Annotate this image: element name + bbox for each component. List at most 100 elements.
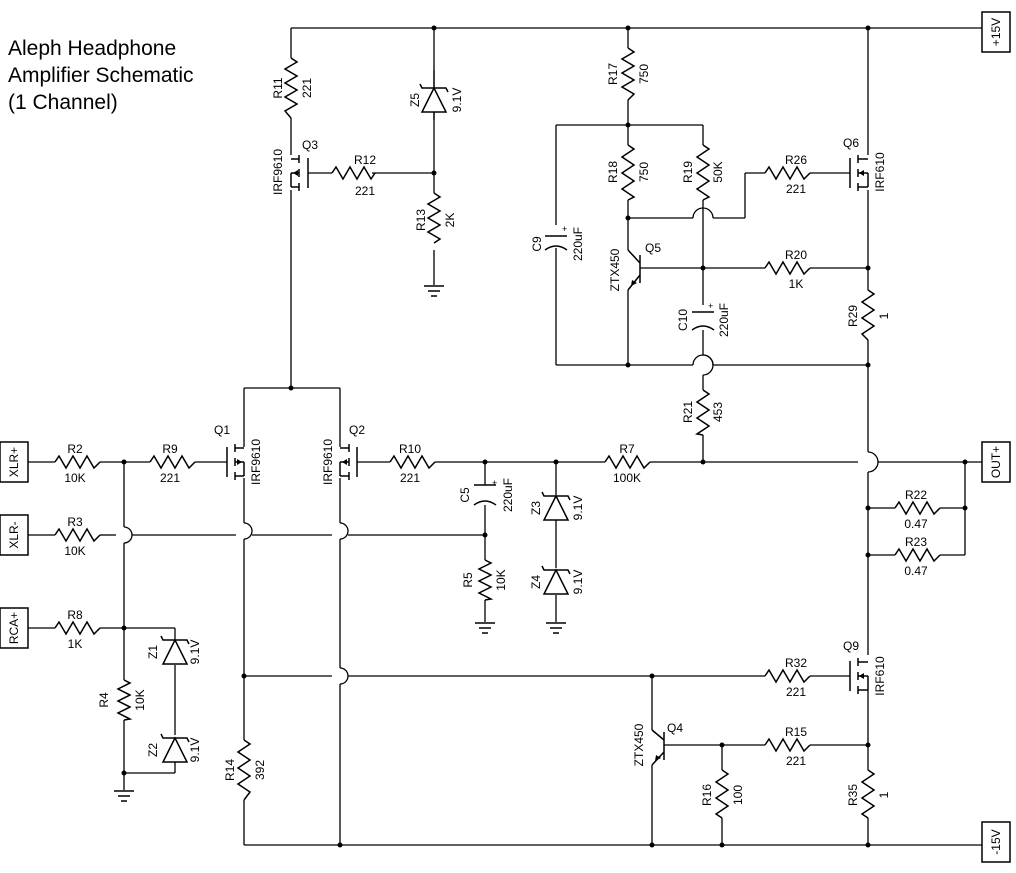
- resistor-r5: R5 10K: [461, 559, 508, 601]
- port-xlrm: XLR-: [0, 514, 29, 556]
- zener-z3: Z3 9.1V: [529, 491, 585, 521]
- svg-text:10K: 10K: [64, 471, 85, 485]
- resistor-r14: R14 392: [223, 739, 267, 801]
- title-line-2: Amplifier Schematic: [8, 64, 194, 87]
- resistor-r22: R22 0.47: [894, 488, 941, 531]
- resistor-r9: R9 221: [149, 442, 196, 485]
- svg-text:Z3: Z3: [529, 501, 543, 515]
- resistor-r23: R23 0.47: [894, 535, 941, 578]
- mosfet-q6: Q6 IRF610: [843, 136, 887, 192]
- svg-text:+: +: [562, 224, 567, 234]
- svg-text:0.47: 0.47: [904, 564, 928, 578]
- svg-text:R12: R12: [354, 153, 376, 167]
- svg-text:R5: R5: [461, 572, 475, 588]
- svg-text:R26: R26: [785, 153, 807, 167]
- title-line-3: (1 Channel): [8, 91, 118, 114]
- svg-text:R32: R32: [785, 656, 807, 670]
- svg-text:1K: 1K: [789, 277, 804, 291]
- svg-text:10K: 10K: [64, 544, 85, 558]
- resistor-r13: R13 2K: [414, 192, 457, 244]
- ground-symbol-z4: [546, 622, 566, 634]
- svg-text:2K: 2K: [443, 213, 457, 228]
- svg-text:Q3: Q3: [302, 138, 318, 152]
- svg-text:221: 221: [300, 78, 314, 98]
- svg-text:R10: R10: [399, 442, 421, 456]
- svg-text:IRF610: IRF610: [873, 152, 887, 192]
- resistor-r10: R10 221: [389, 442, 436, 485]
- resistor-r32: R32 221: [764, 656, 811, 699]
- svg-text:R14: R14: [223, 759, 237, 781]
- bjt-q4: Q4 ZTX450: [632, 721, 683, 766]
- resistor-r3: R3 10K: [54, 515, 101, 558]
- wires: [28, 27, 982, 846]
- svg-text:R23: R23: [905, 535, 927, 549]
- svg-text:221: 221: [160, 471, 180, 485]
- svg-text:9.1V: 9.1V: [571, 496, 585, 521]
- svg-text:1: 1: [877, 312, 891, 319]
- resistor-r2: R2 10K: [54, 442, 101, 485]
- svg-text:221: 221: [786, 182, 806, 196]
- svg-text:220uF: 220uF: [501, 478, 515, 512]
- port-p15: +15V: [981, 11, 1011, 53]
- svg-text:+: +: [492, 478, 497, 488]
- svg-text:R17: R17: [606, 63, 620, 85]
- capacitor-c10: + C10 220uF: [676, 301, 731, 337]
- svg-text:R20: R20: [785, 248, 807, 262]
- zener-z5: Z5 9.1V: [408, 70, 464, 120]
- svg-text:221: 221: [786, 685, 806, 699]
- resistor-r8: R8 1K: [54, 608, 101, 651]
- port-out: OUT+: [981, 441, 1011, 483]
- svg-text:9.1V: 9.1V: [188, 640, 202, 665]
- svg-text:ZTX450: ZTX450: [632, 723, 646, 766]
- svg-text:XLR-: XLR-: [7, 521, 21, 548]
- ground-symbol-r4: [114, 790, 134, 802]
- mosfet-q2: Q2 IRF9610: [321, 423, 365, 485]
- svg-text:Z5: Z5: [408, 93, 422, 107]
- svg-text:9.1V: 9.1V: [188, 738, 202, 763]
- svg-text:100K: 100K: [613, 471, 641, 485]
- svg-text:R7: R7: [619, 442, 635, 456]
- svg-text:392: 392: [253, 760, 267, 780]
- svg-text:Q5: Q5: [645, 241, 661, 255]
- resistor-r19: R19 50K: [681, 144, 725, 201]
- schematic-title: Aleph Headphone Amplifier Schematic (1 C…: [8, 37, 194, 114]
- port-xlrp: XLR+: [0, 441, 29, 483]
- svg-text:750: 750: [637, 64, 651, 84]
- resistor-r17: R17 750: [606, 47, 651, 101]
- resistor-r7: R7 100K: [604, 442, 651, 485]
- svg-text:Z1: Z1: [146, 645, 160, 659]
- ground-symbol-r5: [475, 622, 495, 634]
- svg-text:Q2: Q2: [349, 423, 365, 437]
- svg-text:220uF: 220uF: [571, 227, 585, 261]
- resistor-r11: R11 221: [271, 57, 314, 119]
- mosfet-q1: Q1 IRF9610: [214, 423, 263, 485]
- svg-text:ZTX450: ZTX450: [608, 248, 622, 291]
- svg-text:453: 453: [711, 402, 725, 422]
- svg-text:10K: 10K: [133, 689, 147, 710]
- svg-text:750: 750: [637, 162, 651, 182]
- svg-text:R8: R8: [67, 608, 83, 622]
- svg-text:R22: R22: [905, 488, 927, 502]
- resistor-r4: R4 10K: [97, 679, 147, 721]
- svg-text:+: +: [708, 301, 713, 311]
- svg-text:Q4: Q4: [667, 721, 683, 735]
- svg-text:R13: R13: [414, 209, 428, 231]
- svg-text:R16: R16: [700, 784, 714, 806]
- svg-text:10K: 10K: [494, 569, 508, 590]
- resistor-r26: R26 221: [764, 153, 811, 196]
- svg-text:R2: R2: [67, 442, 83, 456]
- svg-text:RCA+: RCA+: [7, 612, 21, 644]
- svg-text:9.1V: 9.1V: [571, 570, 585, 595]
- zener-z1: Z1 9.1V: [146, 635, 202, 665]
- capacitor-c9: + C9 220uF: [530, 224, 585, 261]
- svg-text:220uF: 220uF: [717, 303, 731, 337]
- svg-text:Q1: Q1: [214, 423, 230, 437]
- svg-text:50K: 50K: [711, 161, 725, 182]
- mosfet-q3: Q3 IRF9610: [271, 138, 318, 195]
- capacitor-c5: + C5 220uF: [458, 478, 515, 512]
- svg-text:C5: C5: [458, 487, 472, 503]
- svg-text:IRF9610: IRF9610: [271, 149, 285, 195]
- svg-text:C10: C10: [676, 309, 690, 331]
- mosfet-q9: Q9 IRF610: [843, 639, 887, 696]
- resistor-r18: R18 750: [606, 144, 651, 201]
